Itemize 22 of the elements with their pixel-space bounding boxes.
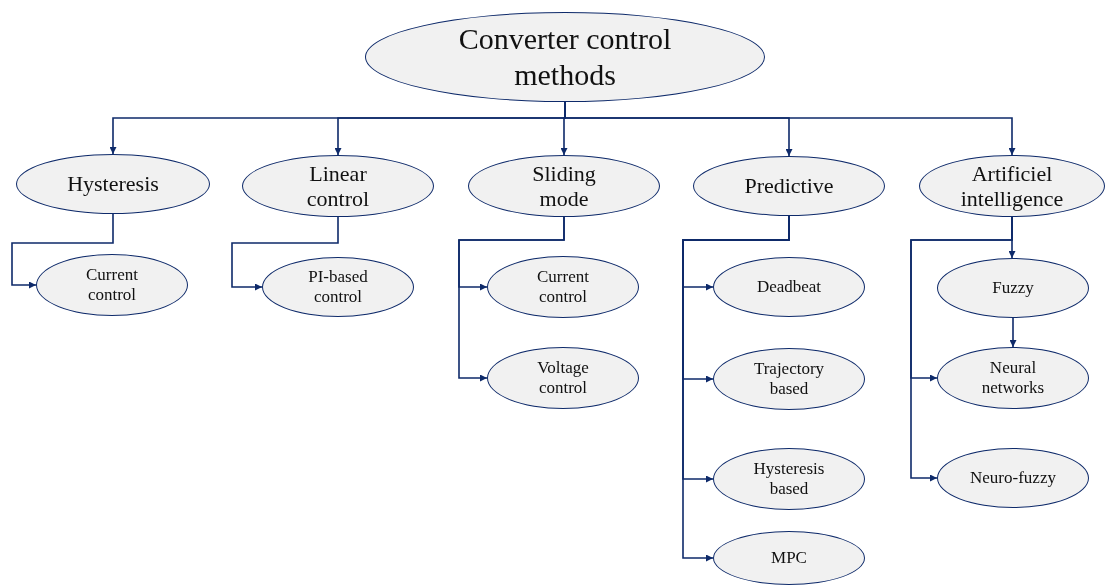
connector-arrow [458, 216, 565, 382]
method-label: Voltage control [536, 358, 590, 398]
method-label: Hysteresis based [752, 459, 826, 499]
method-label: Deadbeat [756, 277, 822, 297]
method-label: Fuzzy [992, 278, 1034, 298]
connector-arrow [910, 216, 1013, 482]
method-label: Linear control [305, 160, 371, 212]
connector-arrow [11, 213, 114, 289]
method-label: Sliding mode [531, 160, 597, 212]
connector-arrow [1009, 317, 1017, 348]
method-label: Trajectory based [752, 359, 826, 399]
method-label: MPC [771, 548, 807, 568]
method-label: Neural networks [980, 358, 1046, 398]
method-label: Hysteresis [67, 171, 159, 197]
method-label: Current control [536, 267, 590, 307]
method-label: Artificiel intelligence [959, 160, 1065, 212]
method-label: Converter control methods [457, 21, 673, 93]
method-label: PI-based control [307, 267, 369, 307]
connector-arrow [231, 216, 339, 291]
method-label: Predictive [744, 173, 834, 199]
method-label: Current control [85, 265, 139, 305]
method-label: Neuro-fuzzy [970, 468, 1056, 488]
